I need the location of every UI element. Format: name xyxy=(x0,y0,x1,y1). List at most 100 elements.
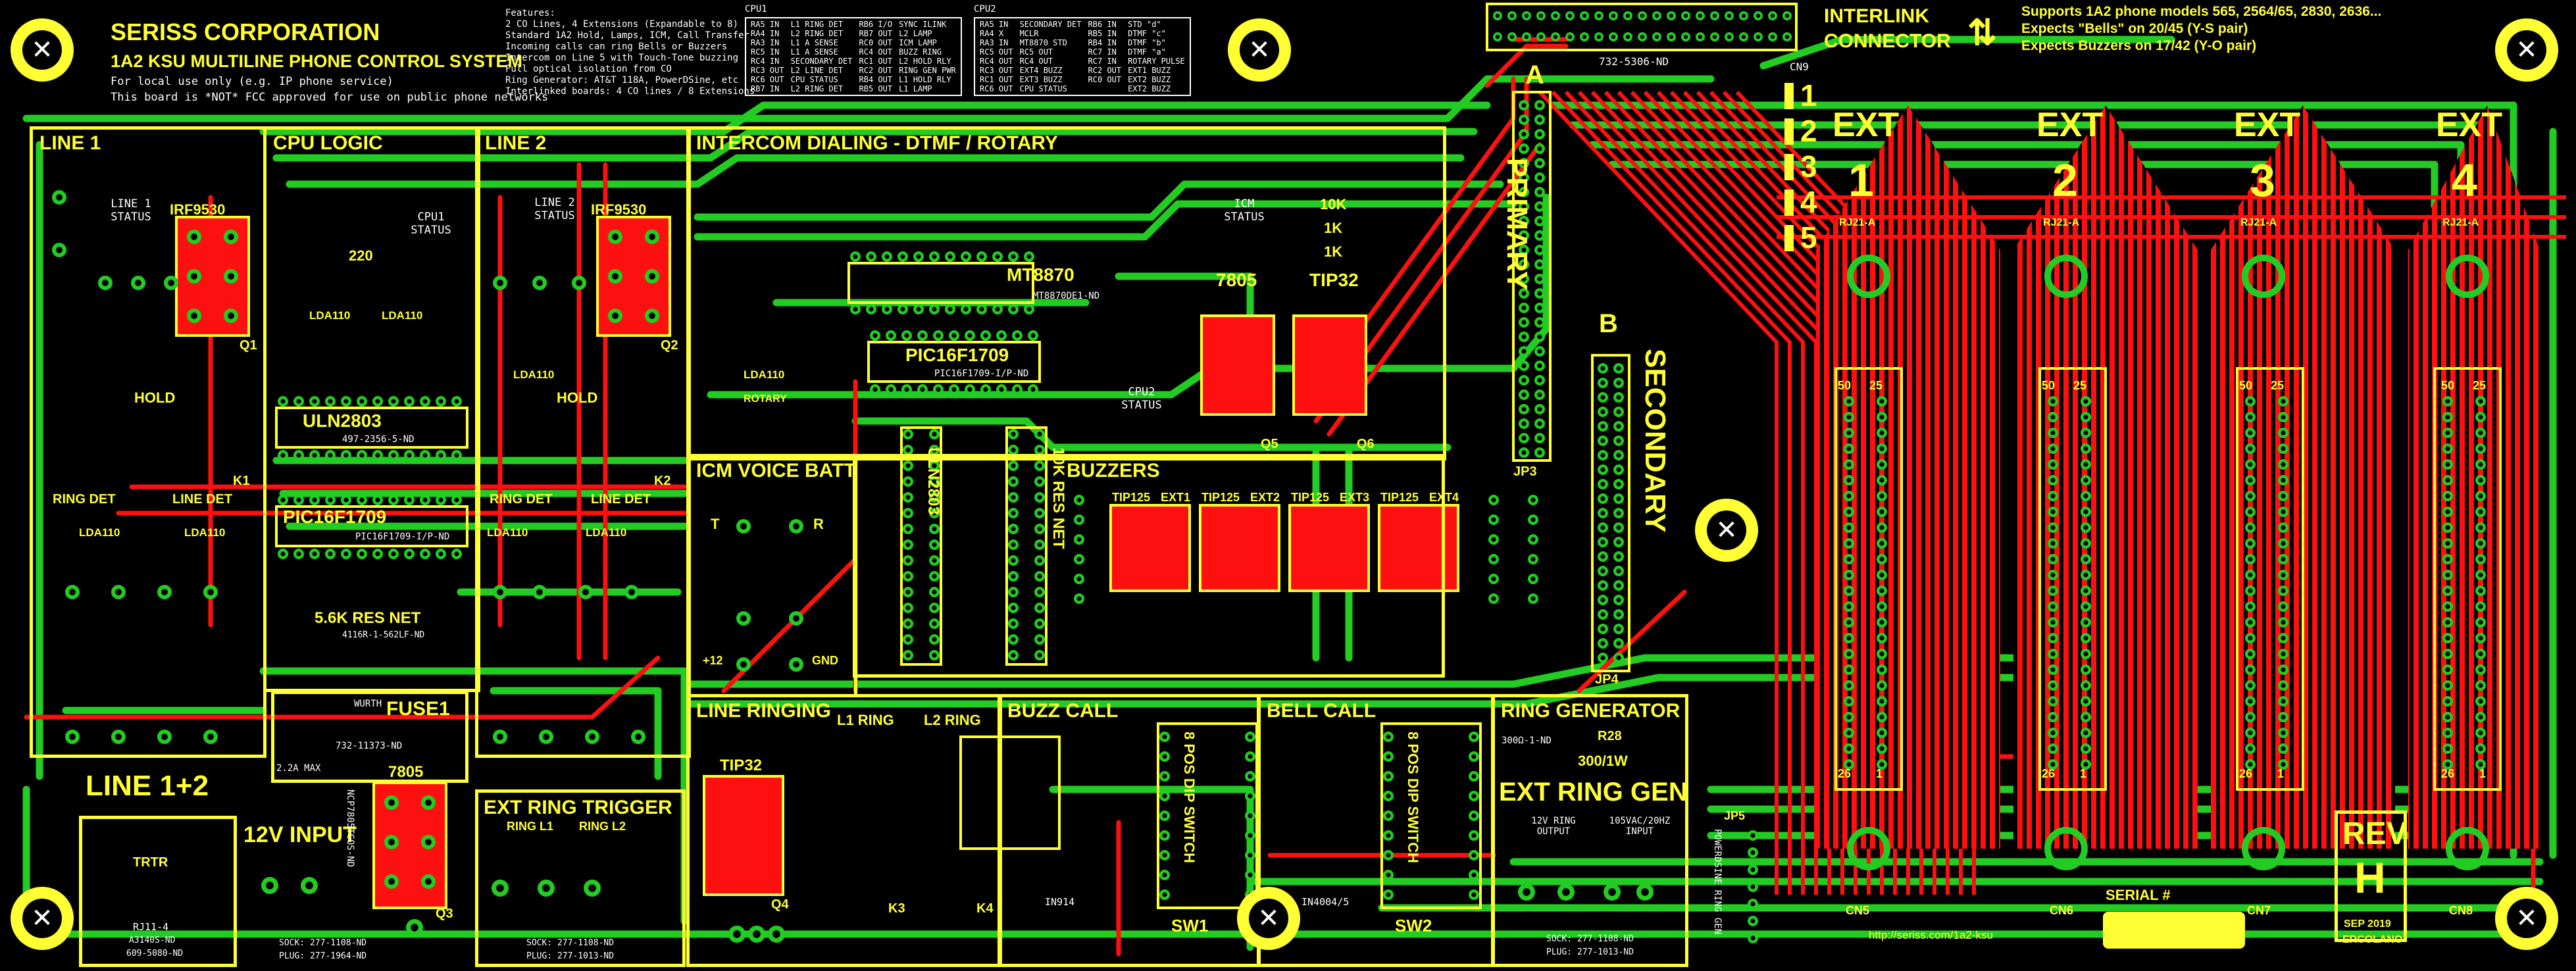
pad-hole xyxy=(869,307,874,312)
pad-hole xyxy=(2478,588,2483,593)
rotary-label: ROTARY xyxy=(744,393,787,405)
pad-hole xyxy=(1770,13,1775,18)
pad-hole xyxy=(936,387,941,392)
pad-hole xyxy=(2281,651,2286,657)
pad-hole xyxy=(1879,588,1884,593)
mounting-hole-icon: ✕ xyxy=(1695,499,1758,562)
pad-hole xyxy=(932,432,937,437)
pad-hole xyxy=(1616,568,1621,574)
ext3-buzz-label: EXT3 xyxy=(1340,491,1370,504)
r25-value: 1K xyxy=(1324,243,1343,260)
v7805-bottom-label: 7805 xyxy=(388,763,424,781)
pad-hole xyxy=(343,551,349,557)
pad-hole xyxy=(1537,421,1542,426)
pad-hole xyxy=(1683,13,1688,18)
section-buzzers-title: BUZZERS xyxy=(1067,460,1160,482)
pad-hole xyxy=(2083,683,2088,688)
pad-hole xyxy=(438,497,443,503)
pad-hole xyxy=(2248,604,2253,609)
table-cell: SECONDARY DET xyxy=(1019,20,1082,29)
pad-hole xyxy=(1521,103,1527,108)
mounting-hole-icon: ✕ xyxy=(2495,18,2558,82)
pad-hole xyxy=(1846,699,1852,704)
pad-hole xyxy=(1471,754,1477,759)
pad-hole xyxy=(1248,734,1253,739)
hold2-label: HOLD xyxy=(557,389,598,406)
pad-hole xyxy=(1879,478,1884,483)
pad-hole xyxy=(1537,161,1542,166)
pad-hole xyxy=(2050,557,2056,562)
pad-hole xyxy=(1521,421,1527,426)
feature-item: Full optical isolation from CO xyxy=(505,64,672,74)
pad-hole xyxy=(2050,588,2056,593)
pad-hole xyxy=(1846,493,1852,499)
feature-item: Standard 1A2 Hold, Lamps, ICM, Call Tran… xyxy=(505,30,749,41)
pad-hole xyxy=(1616,380,1621,386)
pad-hole xyxy=(1248,754,1253,759)
ext-label: EXT xyxy=(1832,106,1900,144)
pad-hole xyxy=(905,479,911,484)
section-line2: LINE 2 xyxy=(475,126,691,758)
table-cell: RC5 OUT xyxy=(1019,47,1053,57)
pad-hole xyxy=(296,453,301,458)
l2ring-label: L2 RING xyxy=(924,712,981,728)
pad-hole xyxy=(1654,13,1659,18)
table-cell: RB6 IN xyxy=(1088,20,1117,29)
pad-hole xyxy=(932,589,937,595)
pad-hole xyxy=(2248,430,2253,436)
table-cell: RA4 IN xyxy=(751,29,780,38)
pad-hole xyxy=(2083,620,2088,625)
ext-side-traces xyxy=(1777,195,2566,239)
pad-hole xyxy=(1162,892,1167,897)
pad-hole xyxy=(1386,853,1391,858)
pad-hole xyxy=(1846,635,1852,641)
section-buzzers: BUZZERS xyxy=(853,454,1445,678)
pad-hole xyxy=(1879,572,1884,578)
pad-hole xyxy=(905,621,911,626)
pad-hole xyxy=(2445,730,2450,735)
powerdsine-label: POWERDSINE RING GEN xyxy=(1712,829,1723,935)
pad-hole xyxy=(2083,730,2088,735)
rev-date: SEP 2019 xyxy=(2344,918,2391,930)
line1-status-label: LINE 1 STATUS xyxy=(111,197,151,224)
table-cell: RC4 OUT xyxy=(980,57,1013,66)
pad-hole xyxy=(1879,762,1884,767)
pad-hole xyxy=(932,542,937,547)
pin-label: 26 xyxy=(2042,767,2056,780)
pad-hole xyxy=(853,307,858,312)
pad-hole xyxy=(2478,399,2483,404)
tip125-2: TIP125 xyxy=(1201,491,1240,504)
pad-hole xyxy=(2050,651,2056,657)
line2-status-label: LINE 2 STATUS xyxy=(534,196,575,222)
pad-hole xyxy=(905,447,911,453)
table-cell: RA3 IN xyxy=(980,38,1009,47)
pad-hole xyxy=(2248,509,2253,514)
sw2-label: SW2 xyxy=(1395,916,1432,935)
pad-hole xyxy=(1037,637,1042,642)
pad-hole xyxy=(2478,493,2483,499)
pad-hole xyxy=(1616,554,1621,559)
pad-hole xyxy=(1386,892,1391,897)
pic-label: PIC16F1709 xyxy=(283,507,387,527)
pad-hole xyxy=(1521,436,1527,441)
lda110-label: LDA110 xyxy=(586,526,627,539)
pad-hole xyxy=(422,399,428,404)
header-note2: This board is *NOT* FCC approved for use… xyxy=(111,91,549,104)
pad-hole xyxy=(920,387,925,392)
pad-hole xyxy=(2478,541,2483,546)
pad-hole xyxy=(2083,588,2088,593)
ext2-buzz-label: EXT2 xyxy=(1250,491,1280,504)
pad-hole xyxy=(2248,635,2253,641)
pad-hole xyxy=(2083,414,2088,420)
pad-hole xyxy=(1879,635,1884,641)
pad-hole xyxy=(2050,620,2056,625)
pad-hole xyxy=(1471,872,1477,878)
pad-hole xyxy=(2281,746,2286,751)
pad-hole xyxy=(1600,583,1605,588)
